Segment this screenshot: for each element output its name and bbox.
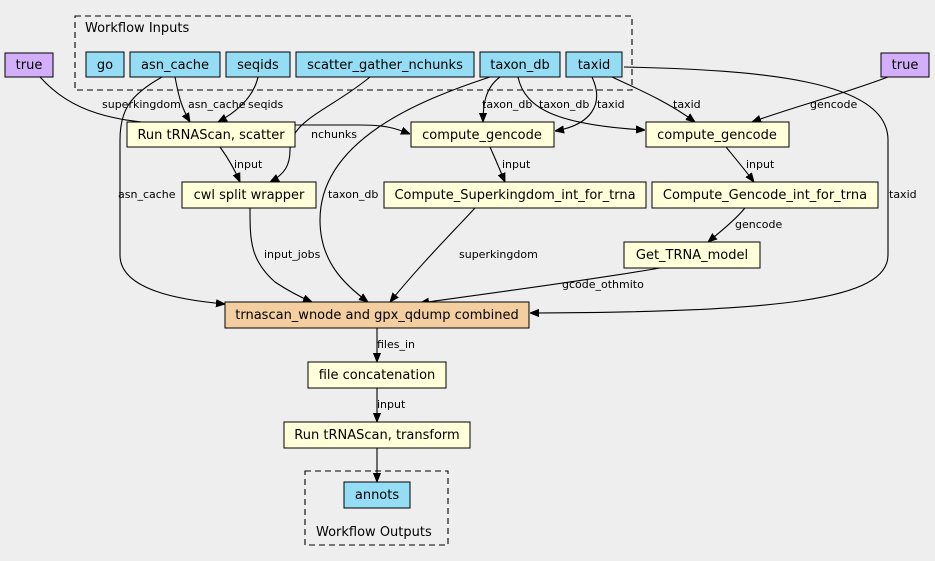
node-get-trna-model-label: Get_TRNA_model xyxy=(636,248,748,263)
node-taxid-label: taxid xyxy=(578,58,611,73)
node-true-right[interactable]: true xyxy=(880,52,930,78)
edge-taxondb-to-gencode-1 xyxy=(483,76,501,122)
node-annots-label: annots xyxy=(355,488,399,503)
edge-label-input-4: input xyxy=(377,398,406,411)
node-compute-gencode-2-label: compute_gencode xyxy=(657,128,777,143)
edge-label-taxid-combined: taxid xyxy=(889,188,917,201)
node-compute-gencode-int-label: Compute_Gencode_int_for_trna xyxy=(663,188,867,203)
node-go[interactable]: go xyxy=(85,51,125,78)
edge-label-files-in: files_in xyxy=(377,338,415,351)
edge-asncache-to-combined xyxy=(119,76,225,304)
edge-taxondb-to-gencode-2 xyxy=(517,76,645,130)
edge-label-gencode-top: gencode xyxy=(810,98,857,111)
edge-labels: superkingdom asn_cache seqids nchunks ta… xyxy=(102,98,917,411)
edge-label-input-1: input xyxy=(234,158,263,171)
edge-label-input-jobs: input_jobs xyxy=(264,248,321,261)
node-true-left[interactable]: true xyxy=(4,52,54,78)
edge-taxid-to-gencode-2 xyxy=(611,76,695,122)
node-run-trnascan-transform[interactable]: Run tRNAScan, transform xyxy=(283,421,471,449)
node-seqids[interactable]: seqids xyxy=(225,51,291,78)
workflow-outputs-label: Workflow Outputs xyxy=(316,525,432,540)
workflow-inputs-cluster xyxy=(74,15,633,91)
node-seqids-label: seqids xyxy=(237,58,279,73)
node-trnascan-combined-label: trnascan_wnode and gpx_qdump combined xyxy=(235,308,518,323)
edge-taxid-to-gencode-1 xyxy=(555,76,598,131)
node-file-concatenation-label: file concatenation xyxy=(319,368,436,383)
edge-label-input-3: input xyxy=(746,158,775,171)
node-true-right-label: true xyxy=(892,58,919,73)
edge-get-trna-model-to-combined xyxy=(420,267,661,303)
edge-label-seqids: seqids xyxy=(248,98,284,111)
edge-label-taxon-db-2: taxon_db xyxy=(539,98,589,111)
node-compute-gencode-int[interactable]: Compute_Gencode_int_for_trna xyxy=(651,181,879,209)
edge-asncache-to-scatter xyxy=(174,76,190,122)
node-taxon-db-label: taxon_db xyxy=(490,58,550,73)
edge-label-superkingdom: superkingdom xyxy=(102,98,181,111)
edge-gencode-1-to-superkingdom-int xyxy=(489,146,506,182)
edge-label-superkingdom-combined: superkingdom xyxy=(459,248,538,261)
edge-label-asn-cache: asn_cache xyxy=(188,98,246,111)
node-asn-cache-label: asn_cache xyxy=(141,58,209,73)
edge-cwl-split-to-combined xyxy=(249,207,312,303)
node-trnascan-combined[interactable]: trnascan_wnode and gpx_qdump combined xyxy=(224,301,530,329)
node-go-label: go xyxy=(97,58,113,73)
edge-label-gcode-othmito: gcode_othmito xyxy=(562,278,644,291)
edges xyxy=(39,66,889,482)
edge-taxid-to-combined xyxy=(530,66,889,313)
node-annots[interactable]: annots xyxy=(343,481,411,509)
edge-label-nchunks: nchunks xyxy=(311,128,357,141)
node-run-trnascan-scatter-label: Run tRNAScan, scatter xyxy=(137,128,285,143)
node-taxon-db[interactable]: taxon_db xyxy=(479,51,561,78)
node-compute-gencode-2[interactable]: compute_gencode xyxy=(645,121,790,148)
node-run-trnascan-scatter[interactable]: Run tRNAScan, scatter xyxy=(126,121,296,148)
edge-label-input-2: input xyxy=(502,158,531,171)
node-scatter-gather-nchunks[interactable]: scatter_gather_nchunks xyxy=(295,51,475,78)
node-get-trna-model[interactable]: Get_TRNA_model xyxy=(623,241,761,269)
edge-gencode-int-to-get-trna-model xyxy=(708,207,746,242)
edge-seqids-to-scatter xyxy=(218,76,259,122)
workflow-inputs-label: Workflow Inputs xyxy=(85,21,189,36)
node-scatter-gather-nchunks-label: scatter_gather_nchunks xyxy=(307,58,463,73)
node-compute-gencode-1-label: compute_gencode xyxy=(422,128,542,143)
edge-true-right-to-gencode-2 xyxy=(752,76,889,122)
edge-scatter-to-cwl-split xyxy=(219,146,241,182)
edge-label-asn-cache-combined: asn_cache xyxy=(118,188,176,201)
edge-label-taxid-2: taxid xyxy=(673,98,701,111)
node-asn-cache[interactable]: asn_cache xyxy=(129,51,221,78)
edge-gencode-2-to-gencode-int xyxy=(725,146,754,182)
node-compute-gencode-1[interactable]: compute_gencode xyxy=(410,121,555,148)
edge-superkingdom-int-to-combined xyxy=(390,207,476,302)
node-compute-superkingdom-int[interactable]: Compute_Superkingdom_int_for_trna xyxy=(383,181,647,209)
edge-label-taxid-1: taxid xyxy=(597,98,625,111)
node-cwl-split-wrapper[interactable]: cwl split wrapper xyxy=(181,181,317,209)
node-compute-superkingdom-int-label: Compute_Superkingdom_int_for_trna xyxy=(394,188,635,203)
node-file-concatenation[interactable]: file concatenation xyxy=(307,361,447,389)
edge-label-taxon-db-1: taxon_db xyxy=(482,98,532,111)
edge-label-gencode-mid: gencode xyxy=(735,218,782,231)
node-run-trnascan-transform-label: Run tRNAScan, transform xyxy=(294,428,459,443)
node-true-left-label: true xyxy=(16,58,43,73)
edge-taxondb-to-combined xyxy=(319,76,491,302)
node-taxid[interactable]: taxid xyxy=(565,51,623,78)
edge-label-taxon-db-combined: taxon_db xyxy=(328,188,378,201)
node-cwl-split-wrapper-label: cwl split wrapper xyxy=(194,188,305,203)
